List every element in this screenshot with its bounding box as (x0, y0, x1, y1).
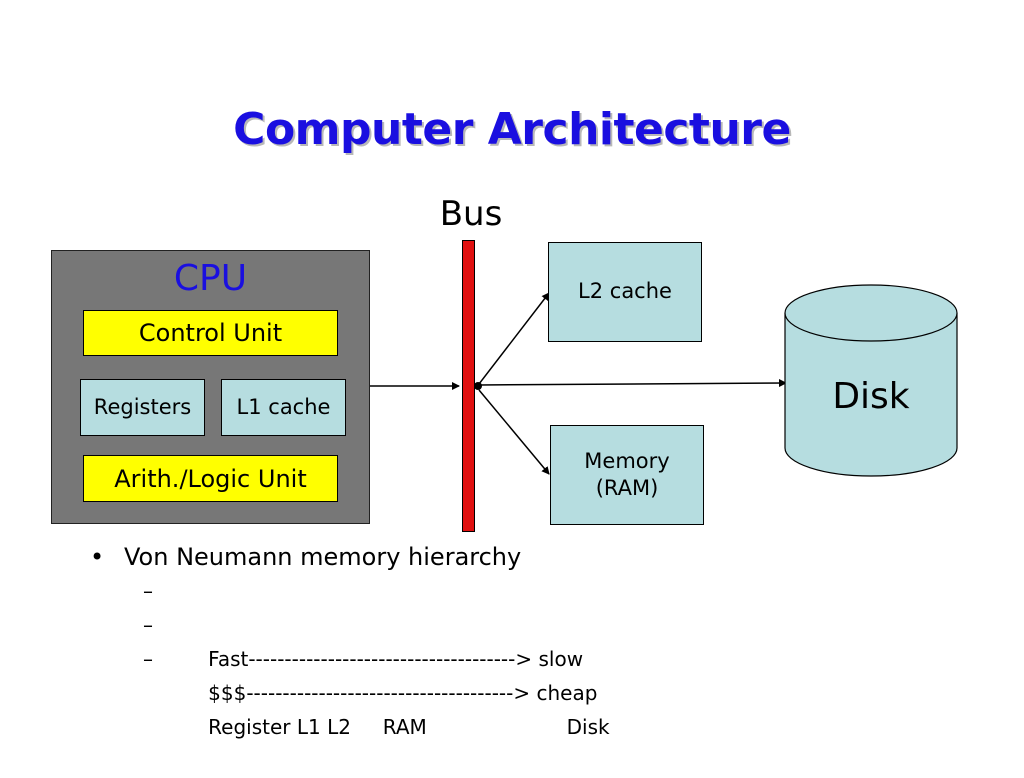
sub-bullet-cost: – $$$-----------------------------------… (90, 608, 990, 705)
control-unit-box: Control Unit (83, 310, 338, 356)
disk-cylinder (784, 284, 958, 477)
l1-cache-box: L1 cache (221, 379, 346, 436)
sub-bullet-text: Register L1 L2 RAM Disk (208, 715, 610, 739)
sub-bullet-marker: – (143, 613, 153, 637)
sub-bullet-levels: – Register L1 L2 RAM Disk (90, 642, 990, 739)
bullet-main: • Von Neumann memory hierarchy (90, 540, 990, 574)
slide-title: Computer Architecture (233, 104, 791, 155)
bus-l2-connector (478, 292, 550, 385)
cpu-label: CPU (173, 258, 248, 299)
sub-bullet-marker: – (143, 647, 153, 671)
bus-label: Bus (439, 194, 503, 234)
sub-bullet-text: $$$-------------------------------------… (208, 681, 598, 705)
bus-bar (462, 240, 475, 532)
memory-sublabel: (RAM) (595, 476, 659, 500)
l2-cache-box: L2 cache (548, 242, 702, 342)
sub-bullet-marker: – (143, 579, 153, 603)
bullet-marker: • (90, 543, 105, 571)
bullet-list: • Von Neumann memory hierarchy – Fast---… (90, 540, 990, 739)
registers-box: Registers (80, 379, 205, 436)
memory-box: Memory (RAM) (550, 425, 704, 525)
sub-bullet-text: Fast------------------------------------… (208, 647, 584, 671)
bullet-main-text: Von Neumann memory hierarchy (124, 543, 522, 571)
bus-junction (474, 382, 482, 390)
bus-memory-connector (478, 389, 550, 475)
alu-box: Arith./Logic Unit (83, 455, 338, 502)
sub-bullet-speed: – Fast----------------------------------… (90, 574, 990, 671)
disk-label: Disk (832, 376, 910, 417)
bus-disk-connector (478, 379, 787, 388)
memory-label: Memory (584, 448, 670, 473)
